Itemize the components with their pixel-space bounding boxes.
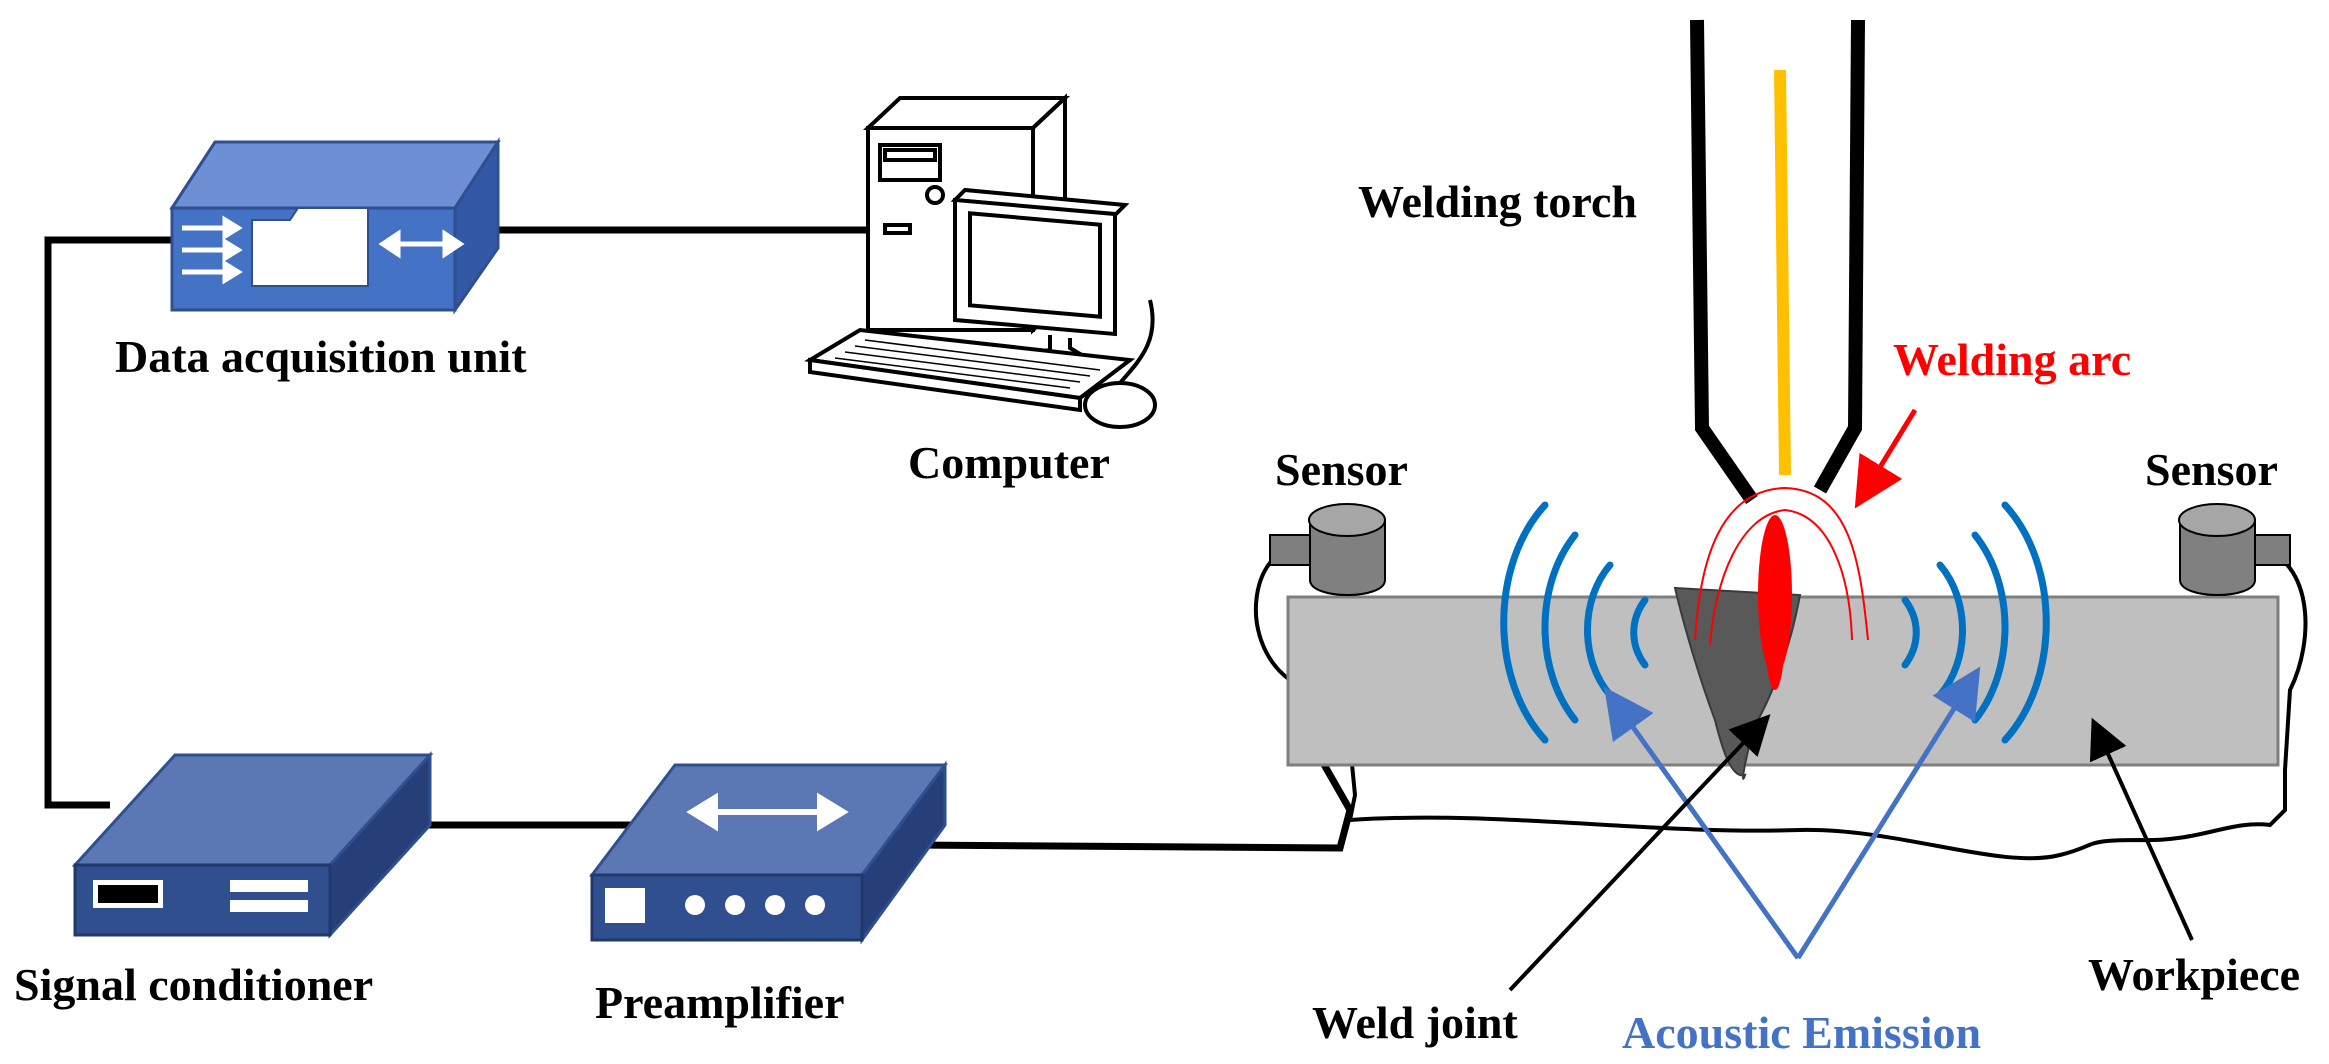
label-data-acquisition-unit: Data acquisition unit	[115, 331, 527, 382]
bidirectional-arrow-icon	[378, 229, 465, 259]
label-preamplifier: Preamplifier	[595, 977, 845, 1028]
label-workpiece: Workpiece	[2088, 949, 2300, 1000]
display-slot-icon	[605, 888, 645, 923]
label-welding-torch: Welding torch	[1358, 176, 1637, 227]
slot-line-icon	[230, 880, 308, 892]
welding-torch	[1690, 19, 1865, 504]
welding-arc	[1694, 486, 1869, 690]
label-sensor-left: Sensor	[1275, 444, 1408, 495]
label-weld-joint: Weld joint	[1312, 997, 1518, 1048]
sensor-left	[1269, 503, 1386, 596]
acoustic-waves-left	[1500, 501, 1649, 744]
sensor-right	[2178, 503, 2291, 596]
label-acoustic-emission: Acoustic Emission	[1622, 1007, 1981, 1058]
label-computer: Computer	[908, 437, 1110, 488]
input-arrows-icon	[182, 215, 243, 285]
bidirectional-arrow-icon	[686, 792, 849, 832]
label-sensor-right: Sensor	[2145, 444, 2278, 495]
electrode	[1774, 69, 1791, 476]
slot-line-icon	[230, 900, 308, 912]
workpiece-pointer	[2089, 717, 2194, 941]
computer-icon	[804, 93, 1157, 429]
label-welding-arc: Welding arc	[1893, 334, 2131, 385]
signal-conditioner	[71, 751, 434, 939]
label-signal-conditioner: Signal conditioner	[14, 959, 373, 1010]
preamplifier	[588, 760, 949, 945]
acoustic-emission-arrows	[1604, 666, 1981, 960]
cable-preamplifier-workpiece	[909, 669, 1354, 852]
data-acquisition-unit	[169, 136, 501, 315]
welding-arc-pointer	[1854, 408, 1918, 509]
cable-daq-signal-conditioner	[44, 236, 180, 809]
weld-joint-pointer	[1508, 714, 1771, 992]
folder-icon	[251, 207, 369, 287]
